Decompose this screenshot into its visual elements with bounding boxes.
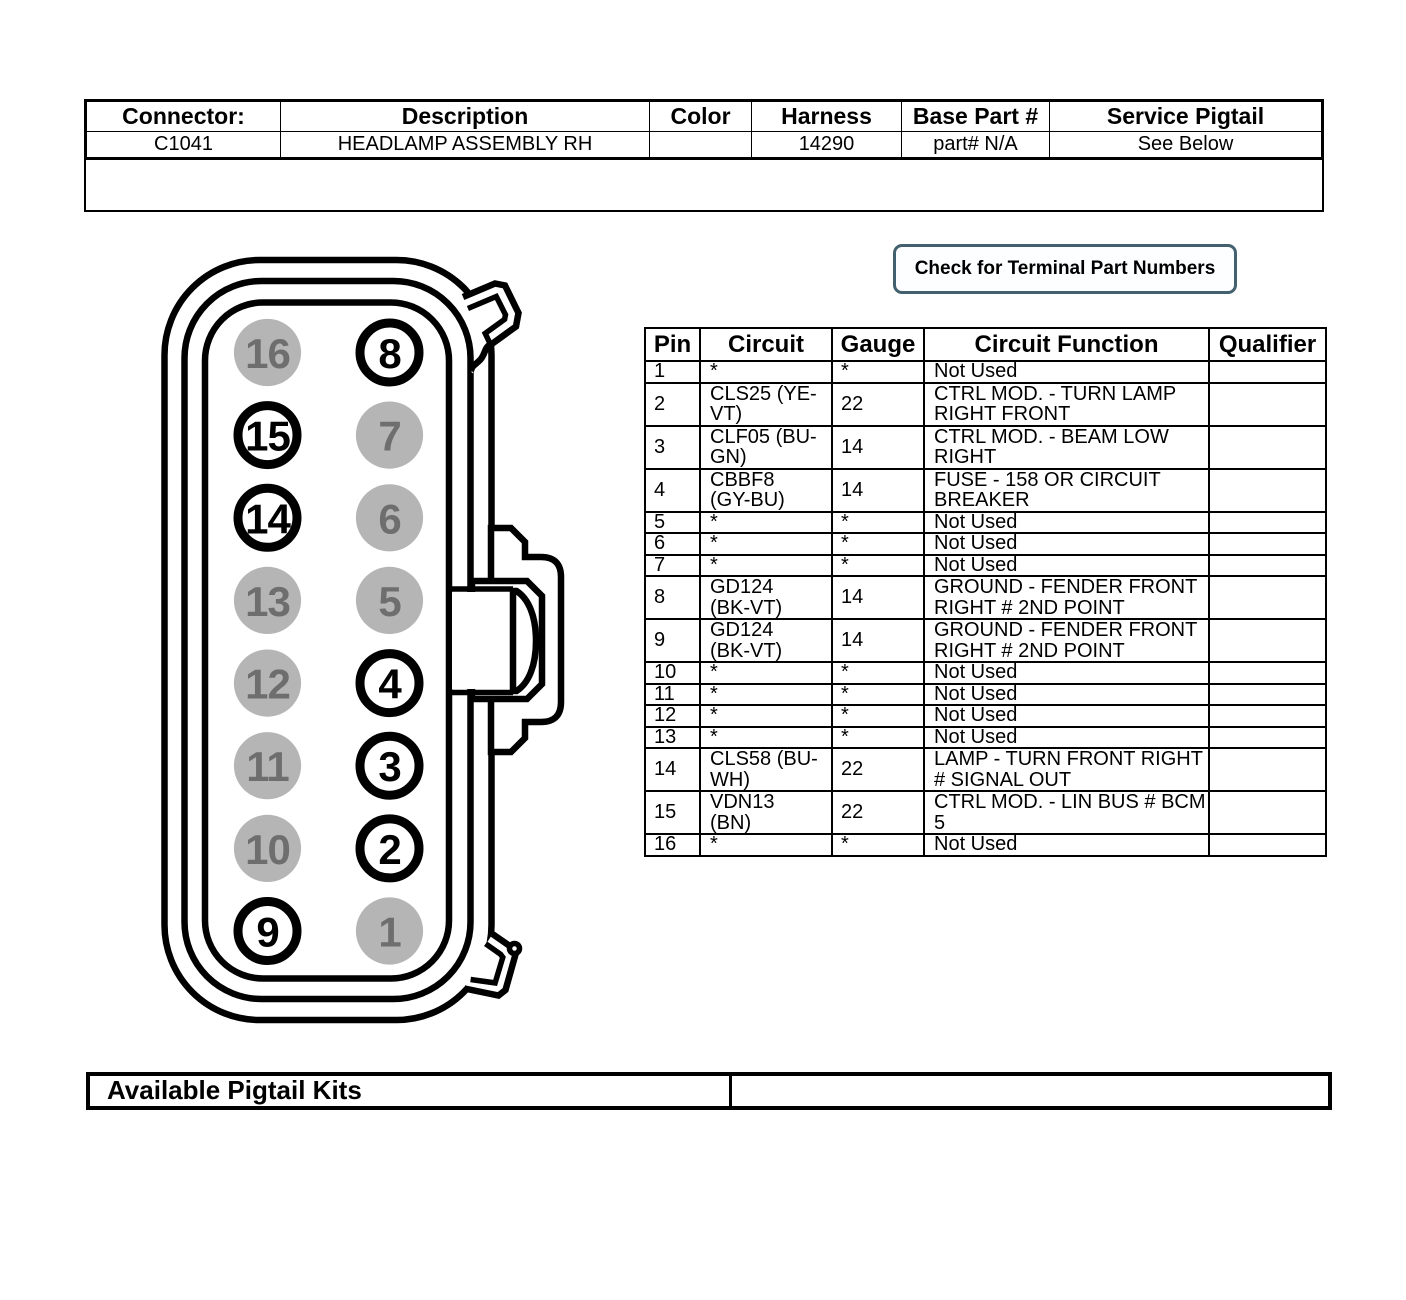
svg-text:4: 4 <box>378 661 402 708</box>
svg-text:9: 9 <box>256 909 278 956</box>
svg-text:12: 12 <box>245 661 290 708</box>
svg-text:14: 14 <box>245 495 291 542</box>
svg-text:5: 5 <box>378 578 401 625</box>
svg-text:8: 8 <box>378 330 401 377</box>
svg-text:3: 3 <box>378 743 400 790</box>
svg-text:6: 6 <box>378 495 400 542</box>
svg-text:16: 16 <box>245 330 290 377</box>
svg-text:7: 7 <box>378 413 400 460</box>
svg-text:15: 15 <box>245 413 290 460</box>
svg-text:2: 2 <box>378 826 400 873</box>
svg-text:10: 10 <box>245 826 290 873</box>
svg-text:1: 1 <box>378 909 401 956</box>
svg-text:11: 11 <box>246 743 289 790</box>
svg-text:13: 13 <box>245 578 290 625</box>
